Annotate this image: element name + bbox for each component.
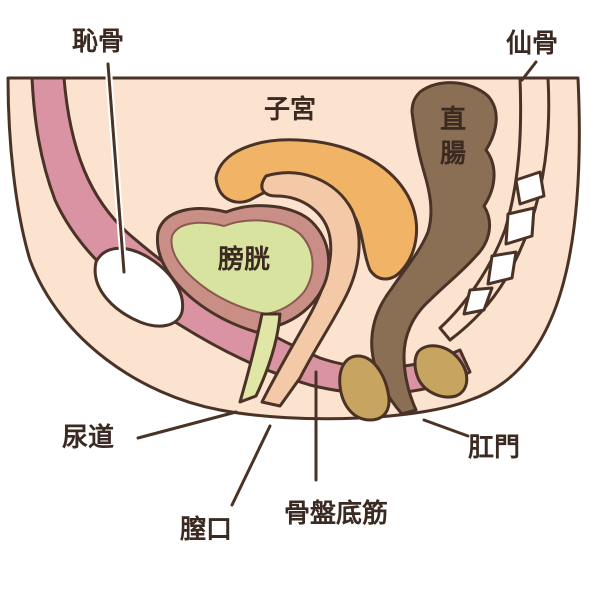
label-rectum-1: 直 xyxy=(440,105,466,135)
label-rectum-2: 腸 xyxy=(440,139,466,169)
label-vagina-opening: 膣口 xyxy=(179,514,232,545)
urethra xyxy=(238,312,282,404)
vertebra-2 xyxy=(504,206,536,246)
label-anus: 肛門 xyxy=(468,433,520,463)
anal-sphincter-front xyxy=(338,354,391,422)
anal-sphincter-back xyxy=(413,344,469,399)
pubic-bone xyxy=(93,246,185,328)
leader-line-vagina xyxy=(230,424,272,507)
vertebra-4 xyxy=(462,286,494,316)
vertebra-1 xyxy=(514,170,546,206)
label-sacrum: 仙骨 xyxy=(506,29,558,59)
leader-line-pubic-bone-inner xyxy=(106,62,126,274)
label-urethra: 尿道 xyxy=(62,422,114,453)
label-bladder: 膀胱 xyxy=(217,244,270,275)
vaginal-canal xyxy=(260,171,361,408)
vertebra-3 xyxy=(486,250,518,286)
label-uterus: 子宮 xyxy=(264,94,316,125)
leader-line-sacrum xyxy=(520,60,538,82)
leader-line-anus xyxy=(422,418,470,438)
label-pelvic-floor-muscles: 骨盤底筋 xyxy=(284,498,388,529)
rectum xyxy=(370,81,498,416)
leader-line-urethra xyxy=(136,410,238,440)
bladder xyxy=(170,219,314,316)
label-pubic-bone: 恥骨 xyxy=(72,27,124,57)
